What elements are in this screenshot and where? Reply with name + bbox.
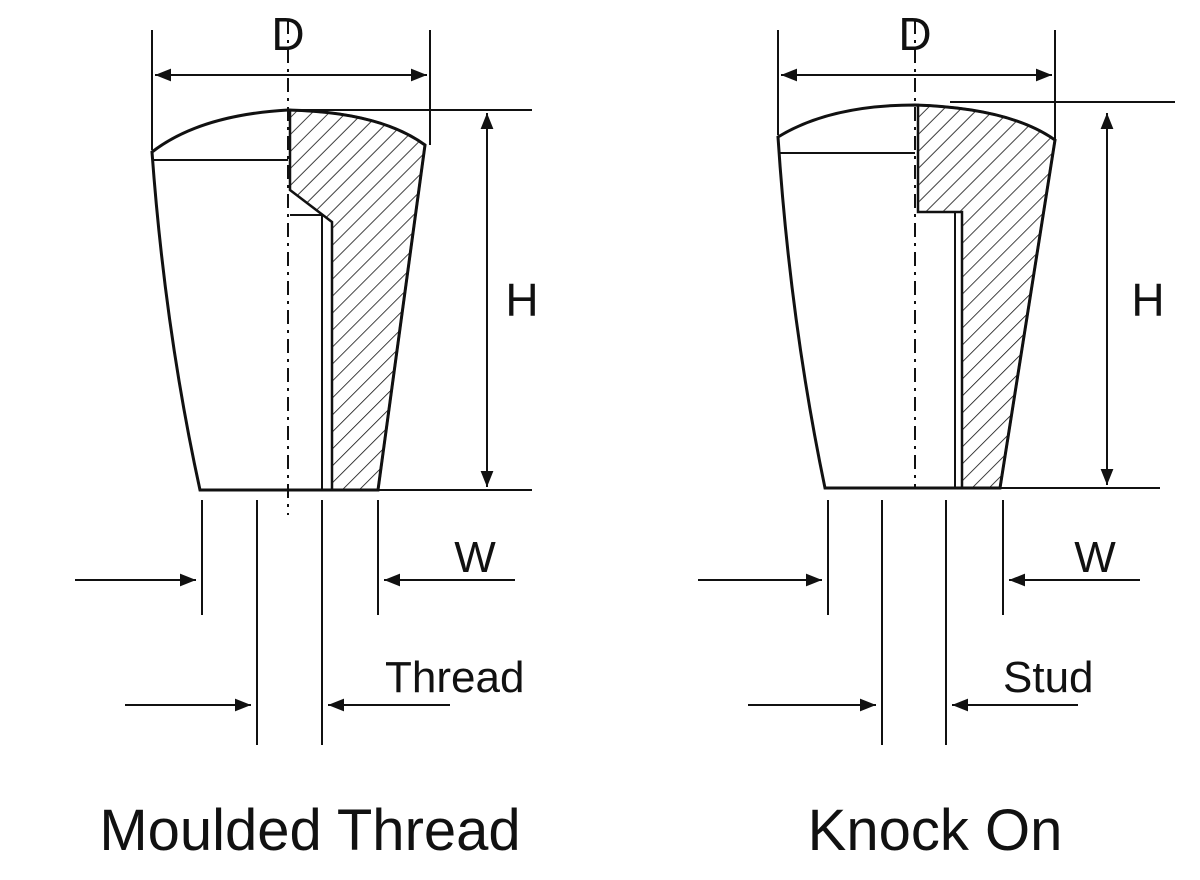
dimension-w: W bbox=[698, 500, 1140, 615]
label-stud: Stud bbox=[1003, 653, 1094, 702]
knob-outline bbox=[150, 20, 427, 515]
caption-knock-on: Knock On bbox=[808, 798, 1063, 863]
label-h: H bbox=[1131, 274, 1164, 326]
label-w: W bbox=[454, 533, 496, 582]
label-d: D bbox=[271, 8, 304, 60]
label-thread: Thread bbox=[385, 653, 524, 702]
moulded-thread-diagram: D H W Thread Moulded Thread bbox=[75, 8, 539, 863]
dimension-h: H bbox=[950, 101, 1175, 489]
label-h: H bbox=[505, 274, 538, 326]
knob-outline bbox=[776, 20, 1057, 490]
label-w: W bbox=[1074, 533, 1116, 582]
dimension-d: D bbox=[151, 8, 431, 150]
label-d: D bbox=[898, 8, 931, 60]
caption-moulded-thread: Moulded Thread bbox=[99, 798, 520, 863]
dimension-thread: Thread bbox=[125, 500, 524, 745]
dimension-w: W bbox=[75, 500, 515, 615]
dimension-d: D bbox=[777, 8, 1056, 140]
knock-on-diagram: D H W Stud Knock On bbox=[698, 8, 1175, 863]
dimension-h: H bbox=[288, 109, 539, 491]
dimension-stud: Stud bbox=[748, 500, 1094, 745]
